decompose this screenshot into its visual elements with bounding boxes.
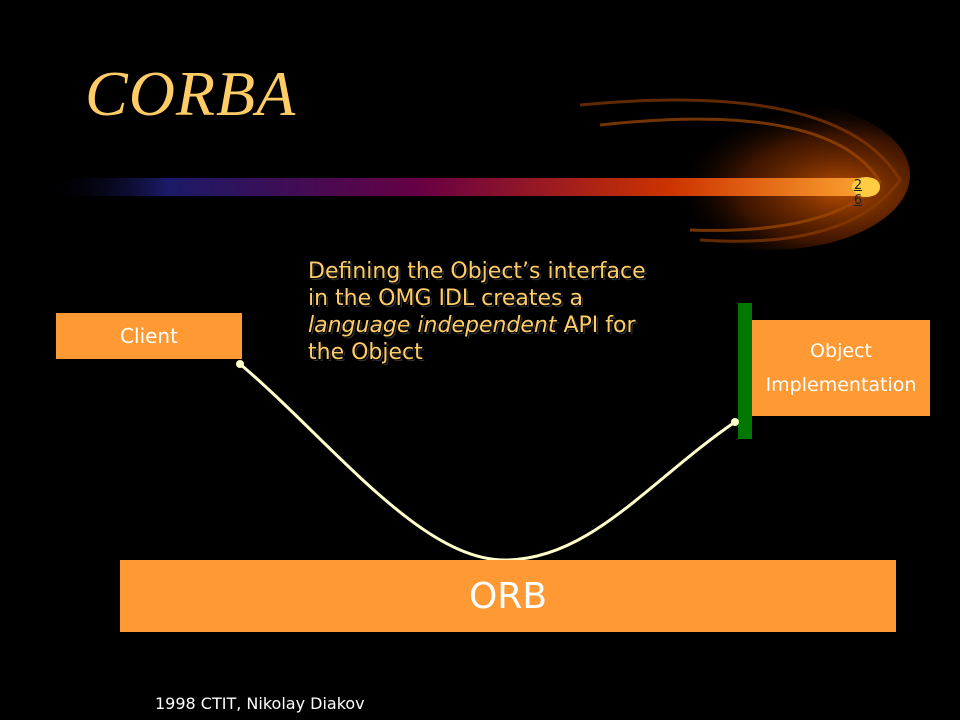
callout-line-2: in the OMG IDL creates a	[308, 286, 583, 311]
connector-end-dot	[731, 418, 739, 426]
callout-line-4: the Object	[308, 340, 423, 365]
orb-box: ORB	[120, 560, 896, 632]
connector-start-dot	[236, 360, 244, 368]
client-box: Client	[56, 313, 242, 359]
callout-line-3-italic: language independent	[308, 313, 557, 338]
connector-curve	[239, 362, 736, 562]
callout-text: Defining the Object’s interface in the O…	[308, 258, 688, 366]
footer-credit: 1998 CTIT, Nikolay Diakov	[155, 694, 365, 713]
slide-number: 2 6	[852, 178, 864, 208]
orb-label: ORB	[468, 575, 548, 617]
slide-number-digit-1: 2	[853, 178, 863, 193]
callout-line-3-rest: API for	[556, 313, 636, 338]
slide-title: CORBA	[85, 58, 297, 129]
object-label-line-2: Implementation	[765, 374, 917, 396]
client-label: Client	[120, 324, 178, 348]
object-label-line-1: Object	[810, 340, 872, 362]
slide-number-digit-2: 6	[853, 193, 863, 208]
callout-line-1: Defining the Object’s interface	[308, 259, 646, 284]
object-implementation-box: Object Implementation	[752, 320, 930, 416]
interface-skeleton-bar	[738, 303, 752, 439]
